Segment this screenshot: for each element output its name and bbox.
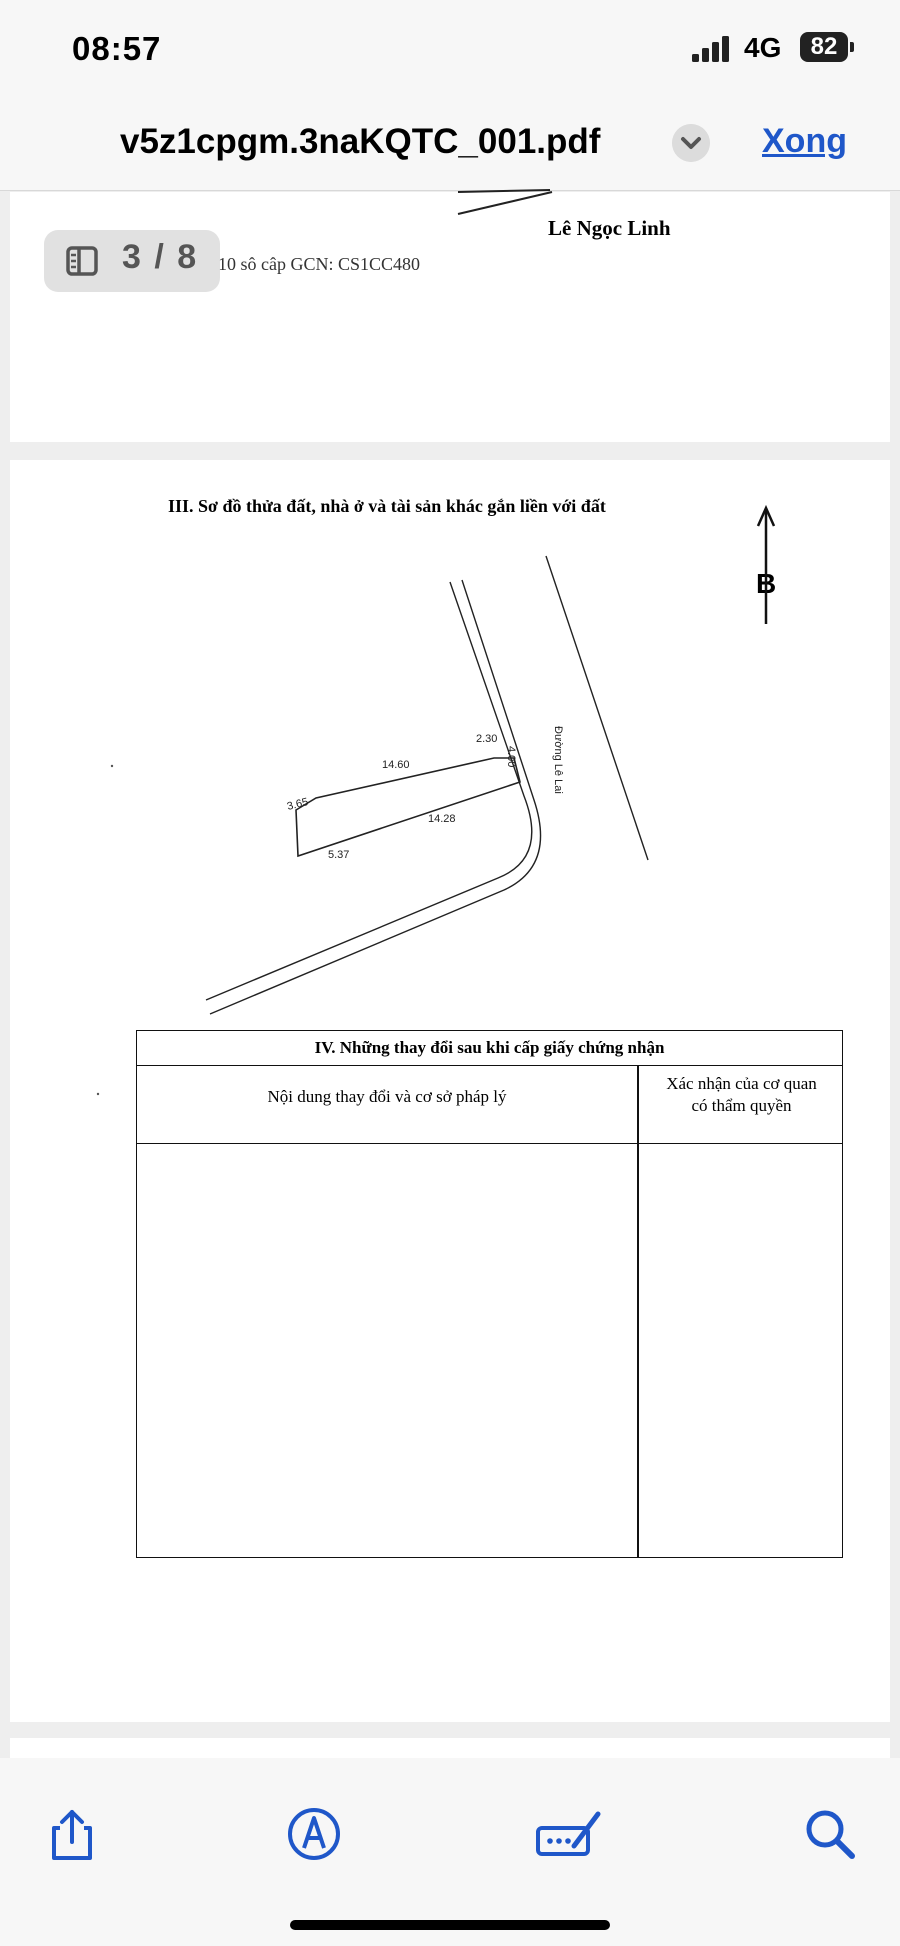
column-divider bbox=[637, 1065, 639, 1557]
share-icon[interactable] bbox=[42, 1804, 102, 1864]
annotate-icon[interactable] bbox=[534, 1804, 606, 1864]
nav-bar: v5z1cpgm.3naKQTC_001.pdf bbox=[0, 100, 900, 191]
col1-header: Nội dung thay đổi và cơ sở pháp lý bbox=[267, 1087, 507, 1106]
sidebar-icon bbox=[66, 246, 98, 276]
changes-table: IV. Những thay đổi sau khi cấp giấy chứn… bbox=[136, 1030, 843, 1558]
section4-title: IV. Những thay đổi sau khi cấp giấy chứn… bbox=[137, 1031, 842, 1066]
table-header-row: Nội dung thay đổi và cơ sở pháp lý Xác n… bbox=[137, 1065, 842, 1144]
home-indicator[interactable] bbox=[290, 1920, 610, 1930]
done-button[interactable]: Xong bbox=[762, 122, 847, 160]
chevron-down-icon[interactable] bbox=[672, 124, 710, 162]
network-type: 4G bbox=[744, 32, 782, 63]
page-indicator[interactable]: 3 / 8 bbox=[44, 230, 220, 292]
pdf-page-4 bbox=[10, 1738, 890, 1758]
bottom-toolbar bbox=[0, 1758, 900, 1946]
page-counter: 3 / 8 bbox=[122, 238, 199, 276]
signal-icon bbox=[692, 36, 729, 62]
search-icon[interactable] bbox=[800, 1804, 860, 1864]
status-bar: 08:57 4G 82 bbox=[0, 0, 900, 100]
section3-title: III. Sơ đồ thửa đất, nhà ở và tài sản kh… bbox=[168, 496, 606, 516]
signer-name: Lê Ngọc Linh bbox=[548, 216, 671, 240]
status-time: 08:57 bbox=[72, 30, 162, 67]
col2-header-line1: Xác nhận của cơ quan bbox=[666, 1074, 817, 1093]
col2-header: Xác nhận của cơ quan có thẩm quyền bbox=[639, 1073, 844, 1117]
north-label: B bbox=[756, 568, 777, 599]
document-title[interactable]: v5z1cpgm.3naKQTC_001.pdf bbox=[120, 122, 601, 161]
certificate-number: 10 sô câp GCN: CS1CC480 bbox=[218, 254, 421, 274]
battery-cap bbox=[850, 42, 854, 52]
markup-icon[interactable] bbox=[284, 1804, 344, 1864]
battery-icon: 82 bbox=[800, 32, 848, 62]
col2-header-line2: có thẩm quyền bbox=[691, 1096, 792, 1115]
